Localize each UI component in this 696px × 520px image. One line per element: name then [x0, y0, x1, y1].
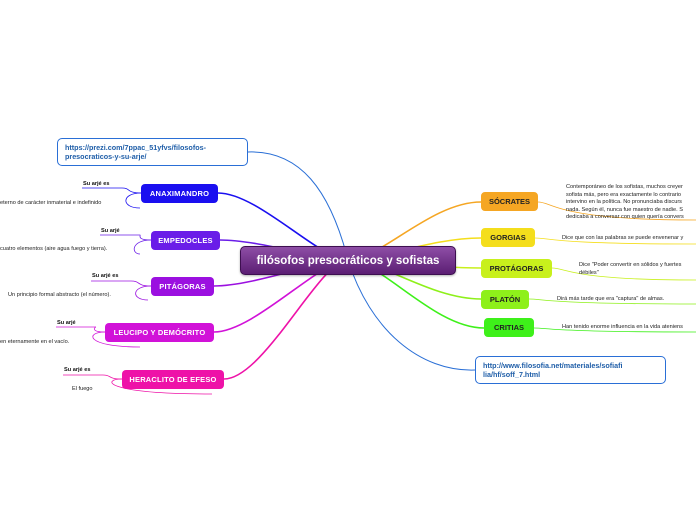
- gorgias-line: Dice que con las palabras se puede enven…: [562, 235, 684, 241]
- socrates-line: dedicaba a conversar con quien quería co…: [566, 214, 684, 220]
- socrates-line: Contemporáneo de los sofistas, muchos cr…: [566, 184, 683, 190]
- connector-empedocles-sub: [139, 234, 152, 241]
- pitagoras-arje-text[interactable]: Un principio formal abstracto (el número…: [8, 292, 111, 298]
- protagoras-line: Dice "Poder convertir en sólidos y fuert…: [579, 262, 682, 268]
- filosofia-link-line2: lia/hf/soff_7.html: [483, 370, 541, 379]
- connector-heraclito-leaf: [111, 378, 213, 395]
- leucipo-arje-label[interactable]: Su arjé: [57, 320, 76, 326]
- connector-anaximandro-sub: [121, 187, 142, 194]
- protagoras-line: débiles": [579, 269, 599, 276]
- node-critias[interactable]: CRITIAS: [484, 318, 534, 337]
- node-gorgias[interactable]: GORGIAS: [481, 228, 535, 247]
- node-socrates[interactable]: SÓCRATES: [481, 192, 538, 211]
- connector-leucipo-sub: [94, 326, 106, 333]
- protagoras-description[interactable]: Dice "Poder convertir en sólidos y fuert…: [579, 262, 681, 277]
- node-protagoras[interactable]: PROTÁGORAS: [481, 259, 552, 278]
- heraclito-arje-label[interactable]: Su arjé es: [64, 367, 91, 373]
- platon-line: Dirá más tarde que era "captura" de alma…: [557, 296, 665, 302]
- prezi-link[interactable]: https://prezi.com/7ppac_51yfvs/filosofos…: [57, 138, 248, 166]
- platon-description[interactable]: Dirá más tarde que era "captura" de alma…: [557, 296, 664, 304]
- anaximandro-arje-text[interactable]: eterno de carácter inmaterial e indefini…: [0, 200, 102, 206]
- empedocles-arje-text[interactable]: cuatro elementos (aire agua fuego y tier…: [0, 246, 108, 252]
- node-leucipo-democrito[interactable]: LEUCIPO Y DEMÓCRITO: [105, 323, 214, 342]
- socrates-line: nada. Según él, nunca fue maestro de nad…: [566, 206, 683, 213]
- connector-prezi: [247, 151, 349, 261]
- prezi-link-line2: presocraticos-y-su-arje/: [65, 152, 147, 161]
- connector-filosofia: [347, 259, 476, 371]
- connector-pitagoras-sub: [130, 280, 152, 287]
- prezi-link-line1: https://prezi.com/7ppac_51yfvs/filosofos…: [65, 143, 206, 152]
- filosofia-link-line1: http://www.filosofia.net/materiales/sofi…: [483, 361, 623, 370]
- connector-platon-leaf: [528, 298, 696, 305]
- connector-socrates-leaf: [537, 201, 696, 221]
- anaximandro-arje-label[interactable]: Su arjé es: [83, 181, 110, 187]
- connector-heraclito: [223, 259, 349, 380]
- connector-pitagoras-leaf: [135, 285, 152, 301]
- socrates-line: intervino en la política. No pronunciaba…: [566, 199, 682, 205]
- connector-leucipo-leaf: [92, 331, 141, 348]
- connector-gorgias-leaf: [534, 237, 696, 245]
- critias-line: Han tenido enorme influencia en la vida …: [562, 324, 683, 330]
- node-heraclito[interactable]: HERACLITO DE EFESO: [122, 370, 224, 389]
- node-anaximandro[interactable]: ANAXIMANDRO: [141, 184, 218, 203]
- filosofia-link[interactable]: http://www.filosofia.net/materiales/sofi…: [475, 356, 666, 384]
- heraclito-arje-text[interactable]: El fuego: [72, 386, 93, 392]
- gorgias-description[interactable]: Dice que con las palabras se puede enven…: [562, 235, 683, 243]
- connector-heraclito-sub: [102, 374, 123, 380]
- critias-description[interactable]: Han tenido enorme influencia en la vida …: [562, 324, 683, 332]
- connector-critias-leaf: [533, 327, 696, 333]
- connector-protagoras-leaf: [551, 267, 696, 281]
- socrates-description[interactable]: Contemporáneo de los sofistas, muchos cr…: [566, 184, 684, 222]
- connector-empedocles-leaf: [133, 239, 152, 255]
- node-pitagoras[interactable]: PITÁGORAS: [151, 277, 214, 296]
- connector-anaximandro-leaf: [125, 192, 142, 209]
- empedocles-arje-label[interactable]: Su arjé: [101, 228, 120, 234]
- socrates-line: sofista más, pero era exactamente lo con…: [566, 191, 682, 198]
- node-empedocles[interactable]: EMPEDOCLES: [151, 231, 220, 250]
- central-topic[interactable]: filósofos presocráticos y sofistas: [240, 246, 456, 275]
- node-platon[interactable]: PLATÓN: [481, 290, 529, 309]
- leucipo-arje-text[interactable]: en eternamente en el vacío.: [0, 339, 70, 345]
- pitagoras-arje-label[interactable]: Su arjé es: [92, 273, 119, 279]
